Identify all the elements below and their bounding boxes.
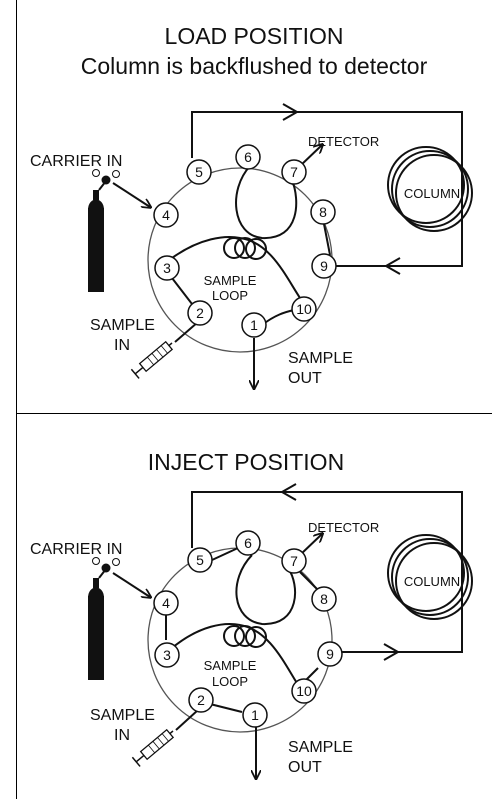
inject-syringe-icon <box>131 728 175 767</box>
inject-port-6: 6 <box>235 530 261 556</box>
load-port-7: 7 <box>281 159 307 185</box>
svg-text:7: 7 <box>290 553 298 569</box>
load-loop-6-7 <box>235 165 298 240</box>
load-sample-in-label-2: IN <box>114 337 130 354</box>
inject-sample-in-label-1: SAMPLE <box>90 707 155 724</box>
inject-column-line <box>191 491 463 653</box>
load-gas-cylinder-icon <box>88 169 120 292</box>
inject-link-7-8 <box>299 571 319 591</box>
inject-sample-out-label-2: OUT <box>288 759 322 776</box>
load-port-6: 6 <box>235 144 261 170</box>
load-port-5: 5 <box>186 159 212 185</box>
svg-text:3: 3 <box>163 647 171 663</box>
load-flow-arrow-top <box>282 103 300 121</box>
inject-flow-arrow-top <box>279 483 297 501</box>
load-sample-out-label-1: SAMPLE <box>288 350 353 367</box>
diagram-frame <box>16 0 492 799</box>
svg-text:1: 1 <box>251 707 259 723</box>
inject-link-5-6 <box>211 547 239 561</box>
inject-panel: INJECT POSITION COLUMN DETECTOR SAMPLE L… <box>30 449 473 778</box>
svg-text:6: 6 <box>244 149 252 165</box>
inject-detector-label: DETECTOR <box>308 520 379 535</box>
load-carrier-label: CARRIER IN <box>30 153 122 170</box>
load-flow-arrow-right <box>383 257 401 275</box>
load-port-4: 4 <box>153 202 179 228</box>
inject-title: INJECT POSITION <box>148 449 344 475</box>
inject-port-4: 4 <box>153 590 179 616</box>
svg-text:9: 9 <box>320 258 328 274</box>
svg-text:1: 1 <box>250 317 258 333</box>
load-sample-loop-line <box>171 236 301 299</box>
load-port-3: 3 <box>154 255 180 281</box>
inject-sample-out-label-1: SAMPLE <box>288 739 353 756</box>
inject-sample-loop-label-1: SAMPLE <box>204 658 257 673</box>
svg-text:3: 3 <box>163 260 171 276</box>
inject-sample-in-label-2: IN <box>114 727 130 744</box>
svg-text:6: 6 <box>244 535 252 551</box>
load-port-1: 1 <box>241 312 267 338</box>
inject-link-9-10 <box>305 667 319 681</box>
inject-syringe-line <box>175 709 199 731</box>
inject-column-coil <box>387 534 473 620</box>
load-port-10: 10 <box>291 296 317 322</box>
load-port-9: 9 <box>311 253 337 279</box>
load-syringe-line <box>174 321 199 343</box>
svg-text:8: 8 <box>319 204 327 220</box>
inject-carrier-label: CARRIER IN <box>30 541 122 558</box>
inject-port-9: 9 <box>317 641 343 667</box>
inject-gas-cylinder-icon <box>88 557 120 680</box>
load-column-label: COLUMN <box>404 186 460 201</box>
load-column-line <box>191 111 463 267</box>
load-detector-label: DETECTOR <box>308 134 379 149</box>
load-sample-loop-coil <box>223 237 267 260</box>
inject-port-3: 3 <box>154 642 180 668</box>
inject-port-2: 2 <box>188 687 214 713</box>
svg-text:2: 2 <box>197 692 205 708</box>
load-port-8: 8 <box>310 199 336 225</box>
inject-sample-loop-line <box>171 623 301 689</box>
inject-column-label: COLUMN <box>404 574 460 589</box>
inject-link-2-1 <box>209 703 243 713</box>
inject-carrier-arrow <box>112 572 150 597</box>
load-panel: LOAD POSITION Column is backflushed to d… <box>30 23 473 388</box>
load-subtitle: Column is backflushed to detector <box>81 53 428 79</box>
load-link-1-10 <box>261 309 295 326</box>
svg-text:2: 2 <box>196 305 204 321</box>
inject-port-7: 7 <box>281 548 307 574</box>
load-carrier-arrow <box>112 182 150 207</box>
inject-port-10: 10 <box>291 678 317 704</box>
svg-text:5: 5 <box>195 164 203 180</box>
svg-text:9: 9 <box>326 646 334 662</box>
load-sample-loop-label-2: LOOP <box>212 288 248 303</box>
svg-text:10: 10 <box>296 301 312 317</box>
load-link-8-9 <box>323 223 331 256</box>
load-sample-out-label-2: OUT <box>288 370 322 387</box>
load-sample-in-label-1: SAMPLE <box>90 317 155 334</box>
inject-port-5: 5 <box>187 547 213 573</box>
svg-text:8: 8 <box>320 591 328 607</box>
load-column-coil <box>387 146 473 232</box>
inject-sample-loop-label-2: LOOP <box>212 674 248 689</box>
svg-text:4: 4 <box>162 207 170 223</box>
inject-sample-loop-coil <box>223 625 267 648</box>
svg-text:10: 10 <box>296 683 312 699</box>
load-sample-loop-label-1: SAMPLE <box>204 273 257 288</box>
svg-text:5: 5 <box>196 552 204 568</box>
load-link-3-2 <box>171 277 193 305</box>
panel-divider <box>16 413 492 414</box>
load-detector-arrow <box>299 145 322 167</box>
inject-detector-loop <box>235 554 296 626</box>
svg-text:7: 7 <box>290 164 298 180</box>
inject-port-1: 1 <box>242 702 268 728</box>
inject-flow-arrow-right <box>383 643 401 661</box>
load-port-2: 2 <box>187 300 213 326</box>
load-syringe-icon <box>130 340 174 379</box>
load-title: LOAD POSITION <box>165 23 344 49</box>
inject-port-8: 8 <box>311 586 337 612</box>
svg-text:4: 4 <box>162 595 170 611</box>
inject-detector-arrow <box>299 534 322 556</box>
